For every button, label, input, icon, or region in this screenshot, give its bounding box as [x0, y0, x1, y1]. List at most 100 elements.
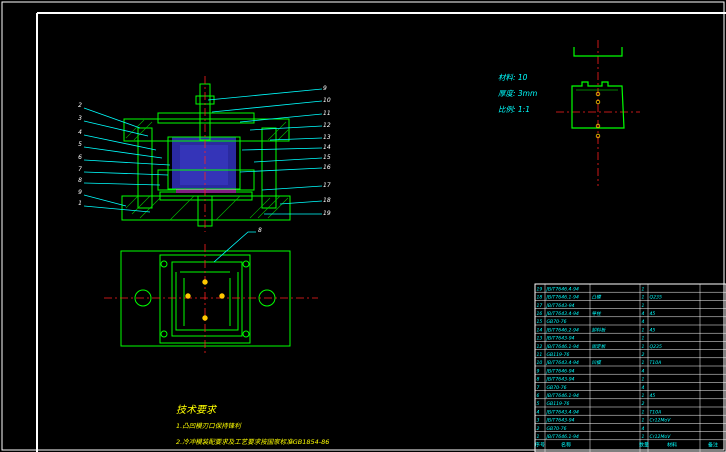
table-cell: 1 [642, 377, 645, 383]
table-cell: 17 [537, 303, 543, 309]
table-cell: 18 [537, 295, 543, 301]
pilot-hole [185, 293, 191, 299]
callout-label: 9 [323, 85, 327, 92]
callout-label: 15 [323, 154, 331, 161]
table-cell: 1 [642, 303, 645, 309]
table-cell: 5 [537, 401, 540, 407]
table-cell: JB/T7646.1-94 [546, 295, 580, 301]
table-cell: 16 [537, 311, 543, 317]
table-cell: T10A [650, 360, 662, 366]
table-header-cell: 材料 [667, 441, 677, 448]
table-cell: 1 [537, 434, 540, 440]
plan-view: 8 [104, 227, 318, 356]
table-cell: 固定板 [592, 344, 607, 350]
callout-label: 7 [78, 166, 82, 173]
table-cell: 15 [537, 319, 543, 325]
table-cell: 卸料板 [592, 327, 607, 333]
assembly-section-view [121, 76, 291, 232]
table-cell: 2 [642, 401, 645, 407]
table-cell: 1 [642, 327, 645, 333]
table-cell: 1 [642, 418, 645, 424]
pilot-hole [202, 315, 208, 321]
table-cell: JB/T7646.1-94 [546, 344, 580, 350]
table-cell: 13 [537, 336, 543, 342]
callout-label: 14 [323, 144, 331, 151]
callout-label: 5 [78, 141, 82, 148]
scale-note: 比例: 1:1 [498, 105, 530, 114]
part-detail-view [556, 40, 640, 186]
table-cell: 1 [642, 360, 645, 366]
table-cell: 7 [537, 385, 540, 391]
material-note: 材料: 10 [498, 73, 528, 82]
table-cell: 1 [642, 336, 645, 342]
callout-label: 18 [323, 197, 331, 204]
table-cell: 4 [642, 319, 645, 325]
table-cell: JB/T7643-94 [546, 377, 575, 383]
table-cell: 6 [537, 393, 540, 399]
callout-label: 11 [323, 110, 331, 117]
table-cell: 3 [537, 418, 540, 424]
table-cell: 4 [642, 311, 645, 317]
table-cell: JB/T7646-94 [546, 368, 575, 374]
table-cell: JB/T7646.4-94 [546, 286, 580, 292]
left-callouts [83, 107, 171, 213]
table-cell: 1 [642, 434, 645, 440]
table-cell: 1 [642, 295, 645, 301]
table-cell: 4 [642, 368, 645, 374]
callout-label: 2 [78, 102, 82, 109]
technical-requirements: 技术要求 1.凸凹模刃口保持锋利 2.冷冲模装配要求及工艺要求按国家标准GB18… [176, 404, 329, 446]
callout-label: 6 [78, 154, 82, 161]
table-cell: GB70-76 [547, 319, 567, 325]
tech-req-title: 技术要求 [176, 404, 218, 416]
table-cell: 4 [642, 385, 645, 391]
table-cell: Q235 [650, 295, 662, 301]
table-cell: 1 [642, 286, 645, 292]
table-cell: 导柱 [592, 311, 603, 317]
table-cell: JB/T7643-94 [546, 303, 575, 309]
callout-label: 12 [323, 122, 331, 129]
table-cell: Cr12MoV [650, 434, 672, 440]
callout-label: 4 [78, 129, 82, 136]
callout-label: 13 [323, 134, 331, 141]
table-cell: JB/T7643-94 [546, 418, 575, 424]
tech-req-line: 2.冷冲模装配要求及工艺要求按国家标准GB1854-86 [176, 438, 329, 446]
plan-callout-label: 8 [258, 227, 262, 234]
table-cell: 1 [642, 344, 645, 350]
table-header-cell: 数量 [639, 441, 649, 448]
table-cell: JB/T7643.4-94 [546, 311, 580, 317]
table-cell: 4 [537, 409, 540, 415]
right-callout-labels: 9 10 11 12 13 14 15 16 17 18 19 [323, 85, 331, 217]
thickness-note: 厚度: 3mm [498, 89, 537, 98]
table-cell: JB/T7643-94 [546, 336, 575, 342]
table-cell: 2 [537, 426, 540, 432]
right-callouts [207, 88, 323, 215]
table-row: 15 GB70-76 4 [537, 319, 645, 325]
table-cell: Cr12MoV [650, 418, 672, 424]
callout-label: 8 [78, 177, 82, 184]
table-header-cell: 序号 [535, 441, 545, 448]
table-cell: 4 [642, 426, 645, 432]
callout-label: 16 [323, 164, 331, 171]
table-cell: 12 [537, 344, 543, 350]
table-cell: 凸模 [592, 295, 603, 301]
table-cell: 凹模 [592, 360, 603, 366]
table-cell: JB/T7646.1-94 [546, 393, 580, 399]
table-cell: JB/T7643.4-94 [546, 409, 580, 415]
tech-req-line: 1.凸凹模刃口保持锋利 [176, 422, 242, 430]
table-cell: 45 [650, 311, 656, 317]
